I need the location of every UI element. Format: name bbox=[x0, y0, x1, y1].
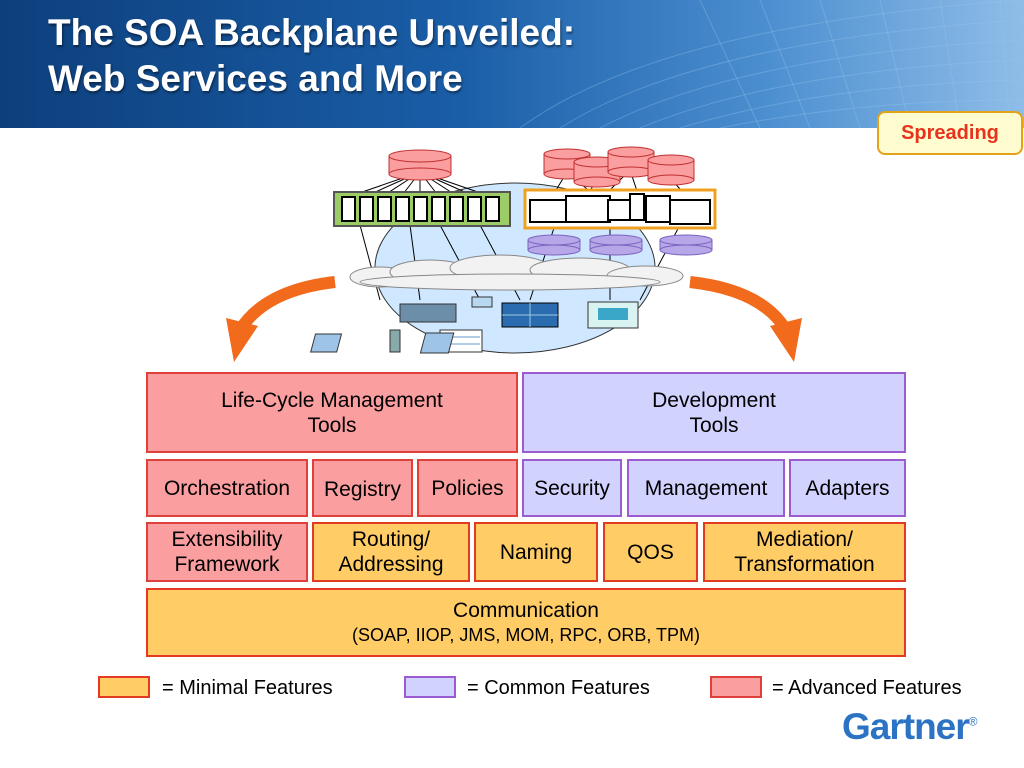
workstation-icon bbox=[419, 332, 455, 354]
policies-box: Policies bbox=[417, 459, 518, 517]
cloud-icon bbox=[349, 254, 684, 291]
arrow-head bbox=[770, 318, 802, 362]
legend-label-minimal: = Minimal Features bbox=[162, 677, 333, 699]
database-icon bbox=[527, 234, 713, 256]
workstation-icon bbox=[310, 329, 483, 353]
extensibility-framework-box: Extensibility Framework bbox=[146, 522, 308, 582]
spreading-badge: Spreading bbox=[877, 111, 1023, 155]
gartner-logo: Gartner® bbox=[842, 706, 977, 748]
mediation-transformation-box: Mediation/ Transformation bbox=[703, 522, 906, 582]
box-line-1: Development bbox=[652, 388, 776, 412]
server-rack-icon bbox=[333, 191, 511, 227]
box-label: Registry bbox=[323, 478, 402, 501]
box-line-2: (SOAP, IIOP, JMS, MOM, RPC, ORB, TPM) bbox=[351, 624, 701, 645]
orange-curved-arrow-icon bbox=[689, 276, 792, 334]
server-rack-icon bbox=[399, 303, 457, 323]
routing-addressing-box: Routing/ Addressing bbox=[312, 522, 470, 582]
box-line-2: Addressing bbox=[338, 553, 444, 576]
box-line-1: Mediation/ bbox=[756, 528, 853, 551]
title-banner: The SOA Backplane Unveiled: Web Services… bbox=[0, 0, 1024, 128]
box-line-2: Tools bbox=[689, 413, 739, 437]
legend-swatch-advanced bbox=[710, 676, 762, 698]
database-icon bbox=[543, 146, 695, 188]
orchestration-box: Orchestration bbox=[146, 459, 308, 517]
box-line-2: Transformation bbox=[734, 553, 875, 576]
qos-box: QOS bbox=[603, 522, 698, 582]
banner-grid-pattern bbox=[519, 0, 1024, 128]
naming-box: Naming bbox=[474, 522, 598, 582]
legend-label-common: = Common Features bbox=[467, 677, 650, 699]
box-line-1: Life-Cycle Management bbox=[221, 388, 443, 412]
box-line-2: Framework bbox=[174, 553, 280, 576]
box-label: Security bbox=[534, 476, 610, 500]
server-rack-icon bbox=[501, 302, 559, 328]
page-title: The SOA Backplane Unveiled: Web Services… bbox=[48, 10, 575, 102]
legend-label-advanced: = Advanced Features bbox=[772, 677, 962, 699]
box-label: Policies bbox=[431, 476, 504, 500]
box-label: Management bbox=[644, 476, 768, 500]
logo-text: Gartner bbox=[842, 706, 970, 747]
box-line-2: Tools bbox=[307, 413, 357, 437]
box-label: QOS bbox=[627, 540, 674, 564]
registry-box: Registry bbox=[312, 459, 413, 517]
title-line-2: Web Services and More bbox=[48, 58, 463, 99]
arrow-head bbox=[226, 318, 258, 362]
network-illustration bbox=[226, 146, 802, 362]
management-box: Management bbox=[627, 459, 785, 517]
box-line-1: Routing/ bbox=[351, 528, 431, 551]
legend-swatch-minimal bbox=[98, 676, 150, 698]
box-label: Orchestration bbox=[163, 476, 291, 500]
legend-swatch-common bbox=[404, 676, 456, 698]
development-tools-box: Development Tools bbox=[522, 372, 906, 453]
box-line-1: Communication bbox=[453, 598, 599, 622]
lifecycle-management-tools-box: Life-Cycle Management Tools bbox=[146, 372, 518, 453]
registered-mark: ® bbox=[968, 714, 978, 729]
orange-curved-arrow-icon bbox=[234, 276, 336, 334]
title-line-1: The SOA Backplane Unveiled: bbox=[48, 12, 576, 53]
adapters-box: Adapters bbox=[789, 459, 906, 517]
box-label: Naming bbox=[499, 540, 573, 564]
database-icon bbox=[471, 296, 493, 308]
box-label: Adapters bbox=[805, 476, 890, 500]
database-icon bbox=[388, 149, 452, 181]
box-line-1: Extensibility bbox=[171, 528, 283, 551]
communication-box: Communication (SOAP, IIOP, JMS, MOM, RPC… bbox=[146, 588, 906, 657]
security-box: Security bbox=[522, 459, 622, 517]
server-rack-icon bbox=[587, 301, 639, 329]
server-rack-icon bbox=[523, 188, 717, 230]
